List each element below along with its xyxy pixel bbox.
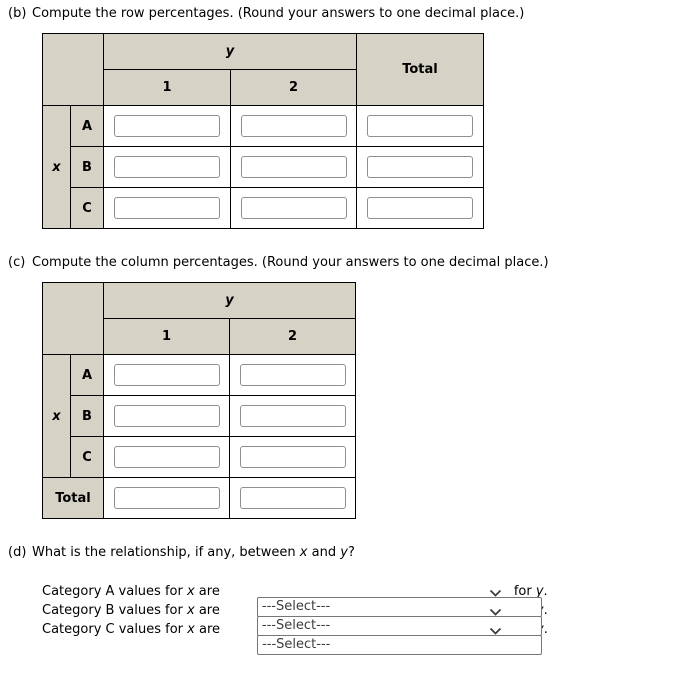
col-pct-input-a-1[interactable] — [113, 364, 220, 386]
row-pct-input-a-1[interactable] — [114, 115, 220, 137]
part-b-heading: (b) Compute the row percentages. (Round … — [0, 6, 676, 22]
row-pct-input-c-total[interactable] — [367, 197, 473, 219]
category-b-text: Category B values for x are — [42, 603, 220, 618]
col-header-2: 2 — [230, 69, 357, 106]
prompt-text: and — [307, 545, 341, 560]
category-c-text: Category C values for x are — [42, 622, 221, 637]
category-b-row: Category B values for x are ---Select---… — [42, 601, 676, 636]
part-b-prompt: Compute the row percentages. (Round your… — [32, 6, 525, 21]
category-a-select-wrap: ---Select--- — [224, 582, 542, 617]
x-variable: x — [299, 545, 308, 560]
question-page: (b) Compute the row percentages. (Round … — [0, 6, 676, 655]
row-header-c: C — [70, 436, 104, 478]
row-header-b: B — [70, 146, 104, 188]
col-header-2: 2 — [229, 318, 356, 355]
col-pct-input-c-1[interactable] — [113, 446, 220, 468]
row-header-b: B — [70, 395, 104, 437]
total-row-header: Total — [42, 477, 104, 519]
row-header-c: C — [70, 187, 104, 229]
category-c-row: Category C values for x are ---Select---… — [42, 620, 676, 655]
category-a-tail-text: for y. — [513, 584, 548, 599]
y-group-header: y — [103, 33, 357, 70]
row-pct-input-c-1[interactable] — [114, 197, 220, 219]
row-pct-input-b-2[interactable] — [240, 156, 347, 178]
row-pct-input-c-2[interactable] — [240, 197, 347, 219]
prompt-text: What is the relationship, if any, betwee… — [32, 545, 300, 560]
col-pct-input-total-1[interactable] — [113, 487, 220, 509]
row-pct-input-a-total[interactable] — [367, 115, 473, 137]
row-header-a: A — [70, 354, 104, 396]
part-c-prompt: Compute the column percentages. (Round y… — [32, 255, 549, 270]
x-group-header: x — [42, 105, 71, 229]
part-b-label: (b) — [8, 6, 27, 21]
column-percentages-table: y 1 2 x A B C Total — [42, 282, 356, 519]
part-d-prompt: What is the relationship, if any, betwee… — [32, 545, 355, 561]
col-pct-input-total-2[interactable] — [239, 487, 346, 509]
part-d-heading: (d) What is the relationship, if any, be… — [0, 545, 676, 561]
row-pct-input-b-1[interactable] — [114, 156, 220, 178]
row-header-a: A — [70, 105, 104, 147]
category-c-relationship-select[interactable]: ---Select--- — [257, 634, 543, 655]
col-header-1: 1 — [103, 69, 231, 106]
col-pct-input-c-2[interactable] — [239, 446, 346, 468]
col-header-1: 1 — [103, 318, 230, 355]
corner-blank-cell — [42, 282, 104, 355]
y-variable: y — [340, 545, 348, 560]
corner-blank-cell — [42, 33, 104, 106]
chevron-down-icon — [489, 589, 502, 597]
x-group-header: x — [42, 354, 71, 478]
chevron-down-icon — [489, 627, 502, 635]
part-c-label: (c) — [8, 255, 26, 270]
col-pct-input-b-1[interactable] — [113, 405, 220, 427]
category-a-text: Category A values for x are — [42, 584, 220, 599]
category-b-select-wrap: ---Select--- — [224, 601, 542, 636]
part-c-heading: (c) Compute the column percentages. (Rou… — [0, 255, 676, 271]
row-pct-input-a-2[interactable] — [240, 115, 347, 137]
col-pct-input-a-2[interactable] — [239, 364, 346, 386]
category-a-row: Category A values for x are ---Select---… — [42, 582, 676, 617]
relationship-answer-rows: Category A values for x are ---Select---… — [42, 582, 676, 655]
row-pct-input-b-total[interactable] — [367, 156, 473, 178]
y-group-header: y — [103, 282, 356, 319]
chevron-down-icon — [489, 608, 502, 616]
part-d-label: (d) — [8, 545, 27, 560]
row-percentages-table: y Total 1 2 x A B C — [42, 33, 484, 229]
prompt-text: ? — [347, 545, 355, 560]
total-column-header: Total — [356, 33, 484, 106]
category-c-select-wrap: ---Select--- — [224, 620, 543, 655]
col-pct-input-b-2[interactable] — [239, 405, 346, 427]
